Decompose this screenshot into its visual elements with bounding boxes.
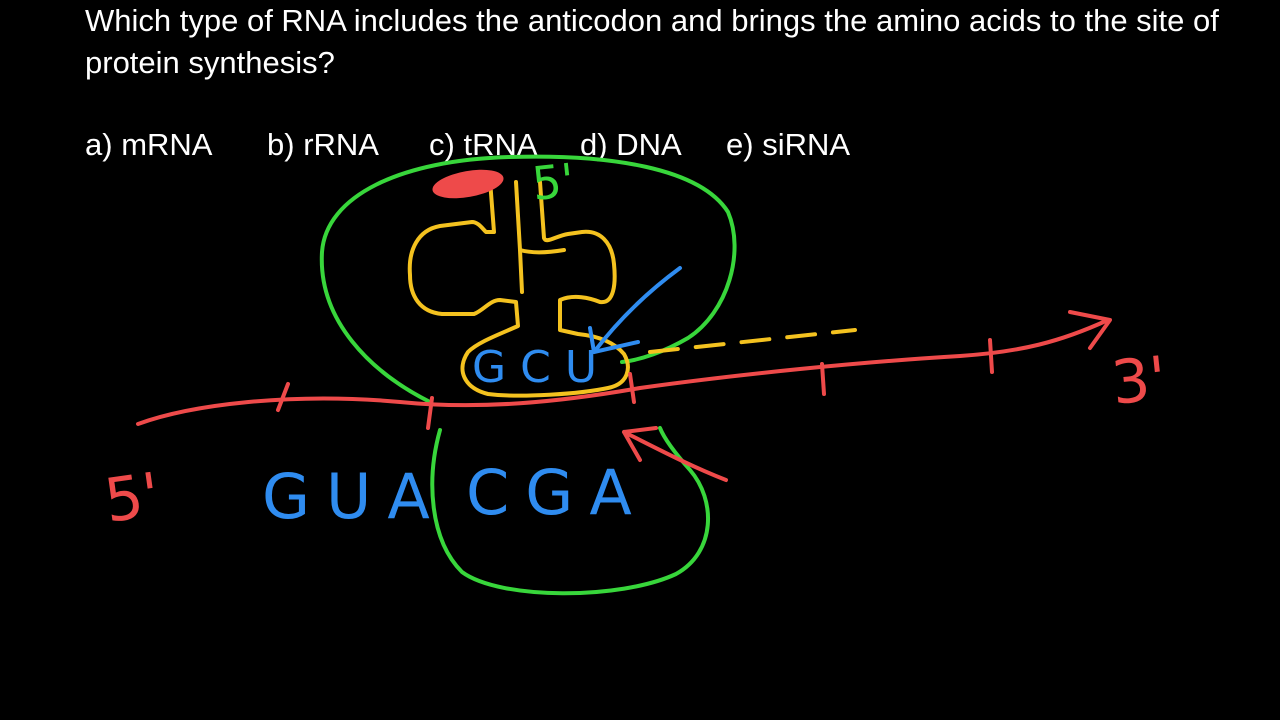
amino-acid — [432, 169, 504, 199]
tick-1 — [276, 382, 290, 412]
choice-a: a) mRNA — [85, 124, 212, 166]
anticodon-pointer-arrow — [588, 266, 682, 354]
choice-c-letter: c) — [429, 127, 455, 162]
tick-4 — [820, 362, 826, 396]
choice-b-letter: b) — [267, 127, 295, 162]
choice-b-label: rRNA — [303, 127, 379, 162]
choice-a-letter: a) — [85, 127, 113, 162]
trna-five-prime-label: 5' — [530, 153, 577, 211]
choice-d-label: DNA — [616, 127, 682, 162]
ribosome-large-subunit — [319, 154, 737, 404]
choice-e-letter: e) — [726, 127, 754, 162]
codon-pointer-arrow — [622, 426, 728, 482]
mrna-three-prime-label: 3' — [1108, 344, 1170, 419]
choice-b: b) rRNA — [267, 124, 379, 166]
dashed-connector — [648, 328, 857, 354]
choice-e-label: siRNA — [762, 127, 851, 162]
choice-e: e) siRNA — [726, 124, 850, 166]
trna-inner-stem — [514, 180, 566, 294]
tick-5 — [988, 338, 994, 374]
codon-cga: CGA — [466, 456, 648, 529]
choice-a-label: mRNA — [121, 127, 213, 162]
mrna-end-arrow — [1068, 310, 1112, 350]
anticodon-letters: GCU — [472, 342, 611, 393]
tick-3 — [628, 372, 636, 404]
choice-d-letter: d) — [580, 127, 608, 162]
mrna-five-prime-label: 5' — [100, 460, 164, 537]
tick-2 — [426, 396, 434, 430]
codon-gua: GUA — [262, 460, 446, 533]
mrna-strand — [136, 318, 1110, 426]
choice-d: d) DNA — [580, 124, 682, 166]
ribosome-small-subunit — [430, 426, 710, 596]
question-text: Which type of RNA includes the anticodon… — [85, 3, 1219, 80]
codon-tick-marks — [276, 338, 994, 430]
trna-cloverleaf — [407, 178, 630, 398]
